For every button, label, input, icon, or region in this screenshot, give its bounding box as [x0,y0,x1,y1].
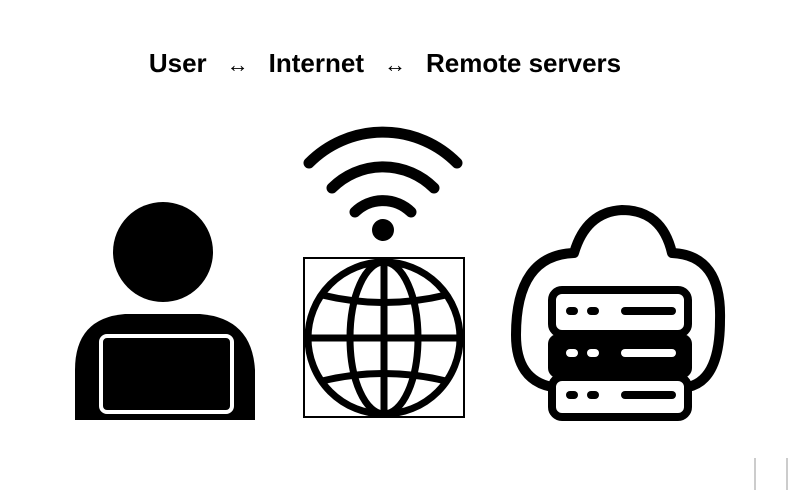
bidirectional-arrow: ↔ [226,52,249,77]
label-remote-servers: Remote servers [426,48,622,78]
diagram-title: User ↔ Internet ↔ Remote servers [0,48,770,79]
watermark-logo [754,458,788,490]
bidirectional-arrow: ↔ [384,52,407,77]
person-laptop-icon [75,202,255,420]
label-internet: Internet [268,48,365,78]
cloud-server-icon [511,205,726,421]
label-user: User [148,48,207,78]
wifi-globe-icon [303,126,465,418]
